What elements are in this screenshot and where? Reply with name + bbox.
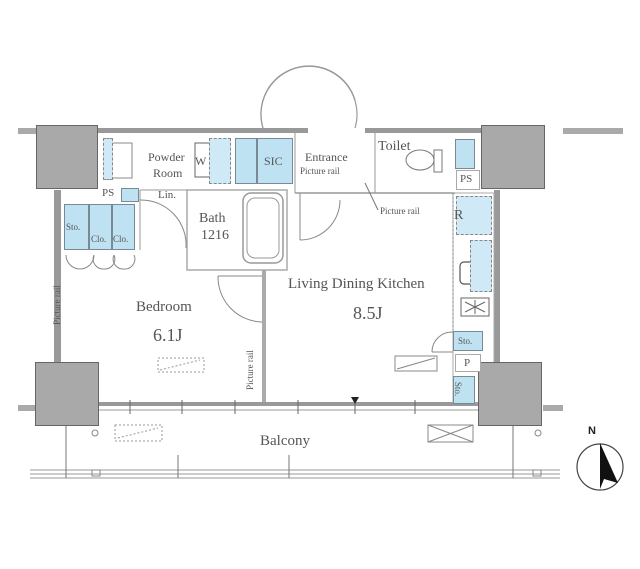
clo-2-label: Clo. (113, 234, 129, 244)
entrance-label: Entrance (305, 150, 348, 164)
bedroom-size: 6.1J (153, 325, 183, 345)
column-bottom-left (35, 362, 99, 426)
bedroom-label: Bedroom (136, 299, 192, 315)
linen-cabinet (121, 188, 139, 202)
column-bottom-right (478, 362, 542, 426)
compass-north-label: N (588, 425, 596, 437)
bath-label-2: 1216 (201, 228, 229, 243)
picture-rail-bedroom: Picture rail (51, 285, 62, 325)
refrigerator-space (456, 196, 492, 235)
sic-label: SIC (264, 154, 283, 168)
sto-bottom-label: Sto. (453, 381, 464, 397)
toilet-label: Toilet (378, 139, 411, 154)
compass: N (574, 425, 626, 495)
pipe-label: P (464, 357, 471, 369)
balcony-label: Balcony (260, 433, 310, 449)
powder-room-label-1: Powder (148, 150, 185, 164)
closet-2 (112, 204, 135, 250)
sink-cabinet (470, 240, 492, 292)
closet-1 (89, 204, 112, 250)
washer-label: W (195, 154, 207, 168)
compass-arrow-icon (576, 443, 624, 491)
kitchen-storage (453, 331, 483, 351)
toilet-storage (455, 139, 475, 169)
bath-label-1: Bath (199, 211, 226, 226)
picture-rail-partition: Picture rail (244, 350, 255, 390)
ps-right-label: PS (460, 173, 473, 185)
refrigerator-label: R (454, 208, 464, 223)
powder-room-label-2: Room (153, 166, 183, 180)
sic-storage-2 (257, 138, 293, 184)
picture-rail-ldk: Picture rail (380, 206, 420, 216)
ldk-size: 8.5J (353, 303, 383, 323)
pipe-space (455, 354, 481, 372)
column-top-right (481, 125, 545, 189)
powder-storage (103, 138, 113, 180)
linen-label: Lin. (158, 189, 177, 201)
washer-space (209, 138, 231, 184)
clo-1-label: Clo. (91, 234, 107, 244)
ps-left-label: PS (102, 187, 115, 199)
sto-bedroom-label: Sto. (66, 222, 81, 232)
sic-storage-1 (235, 138, 257, 184)
ldk-label: Living Dining Kitchen (288, 276, 425, 292)
bottom-storage (453, 376, 475, 404)
sto-kitchen-label: Sto. (458, 336, 473, 346)
bedroom-storage (64, 204, 89, 250)
ps-right-box (456, 170, 480, 190)
column-top-left (36, 125, 98, 189)
picture-rail-entrance: Picture rail (300, 166, 340, 176)
